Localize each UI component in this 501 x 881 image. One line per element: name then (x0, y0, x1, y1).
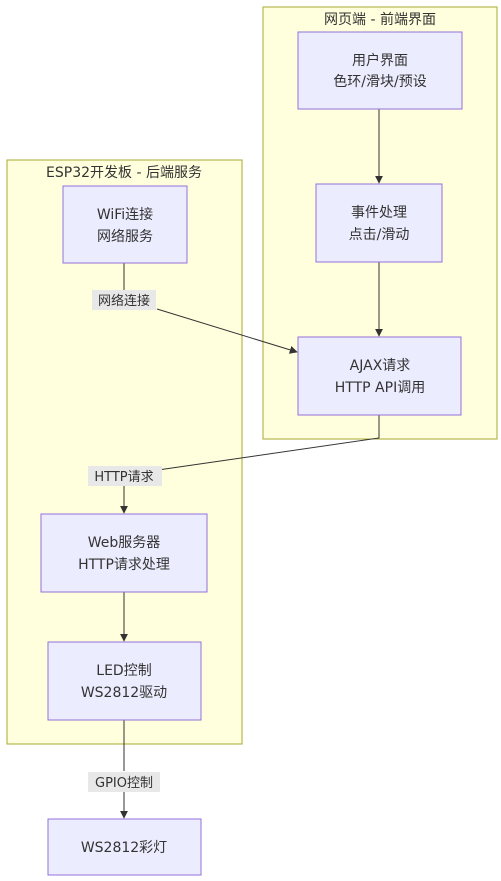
svg-text:HTTP请求处理: HTTP请求处理 (78, 557, 170, 573)
svg-text:色环/滑块/预设: 色环/滑块/预设 (333, 73, 426, 90)
cluster-esp-title: ESP32开发板 - 后端服务 (46, 165, 202, 181)
svg-text:事件处理: 事件处理 (351, 205, 407, 221)
node-ajax-request: AJAX请求 HTTP API调用 (297, 336, 462, 416)
svg-text:网络连接: 网络连接 (98, 293, 150, 309)
cluster-web-title: 网页端 - 前端界面 (324, 11, 436, 28)
edge-label-http: HTTP请求 (88, 466, 162, 486)
svg-text:LED控制: LED控制 (96, 663, 151, 679)
svg-text:Web服务器: Web服务器 (88, 535, 161, 551)
svg-text:网络服务: 网络服务 (97, 229, 153, 245)
svg-text:点击/滑动: 点击/滑动 (349, 226, 410, 243)
node-led-control: LED控制 WS2812驱动 (47, 641, 202, 721)
svg-text:GPIO控制: GPIO控制 (95, 776, 153, 791)
node-user-interface: 用户界面 色环/滑块/预设 (297, 31, 463, 110)
edge-label-gpio: GPIO控制 (88, 772, 160, 792)
svg-text:WS2812驱动: WS2812驱动 (81, 685, 167, 701)
node-web-server: Web服务器 HTTP请求处理 (40, 513, 208, 593)
svg-text:WS2812彩灯: WS2812彩灯 (81, 840, 167, 856)
edge-ajax-to-web (124, 415, 380, 513)
svg-text:AJAX请求: AJAX请求 (350, 358, 411, 374)
node-event-handling: 事件处理 点击/滑动 (315, 183, 443, 263)
svg-text:用户界面: 用户界面 (352, 52, 408, 69)
svg-text:HTTP API调用: HTTP API调用 (335, 380, 425, 396)
node-ws2812-lamp: WS2812彩灯 (47, 818, 202, 876)
svg-text:WiFi连接: WiFi连接 (97, 206, 153, 223)
svg-text:HTTP请求: HTTP请求 (94, 470, 153, 485)
edges (123, 109, 383, 818)
node-wifi-connection: WiFi连接 网络服务 (62, 185, 188, 264)
edge-wifi-to-ajax (123, 263, 297, 352)
edge-label-network: 网络连接 (92, 290, 156, 310)
